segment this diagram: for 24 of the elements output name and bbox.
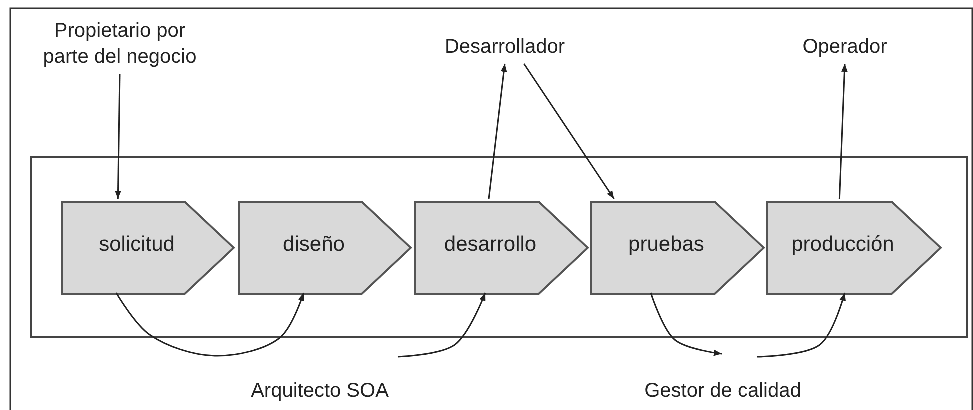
arrow [838,64,848,200]
role-label: Desarrollador [444,35,566,60]
process-label: producción [790,233,896,257]
process-step [61,201,235,295]
process-label: desarrollo [443,233,538,257]
process-step [238,201,412,295]
role-label: Operador [802,35,888,60]
arrow [115,74,122,200]
arrow [524,64,615,200]
process-label: diseño [282,233,346,257]
process-step [590,201,765,295]
role-label: Arquitecto SOA [250,380,390,403]
role-label: Gestor de calidad [644,380,802,403]
arrow [488,64,508,200]
arrow [116,292,305,357]
process-label: pruebas [628,233,706,257]
container-box [30,156,968,338]
process-step [766,201,942,295]
role-label: Propietario por parte del negocio [42,19,198,70]
arrow [756,292,846,358]
arrow [398,292,486,358]
arrow [650,292,722,356]
process-label: solicitud [98,233,176,257]
process-step [414,201,589,295]
